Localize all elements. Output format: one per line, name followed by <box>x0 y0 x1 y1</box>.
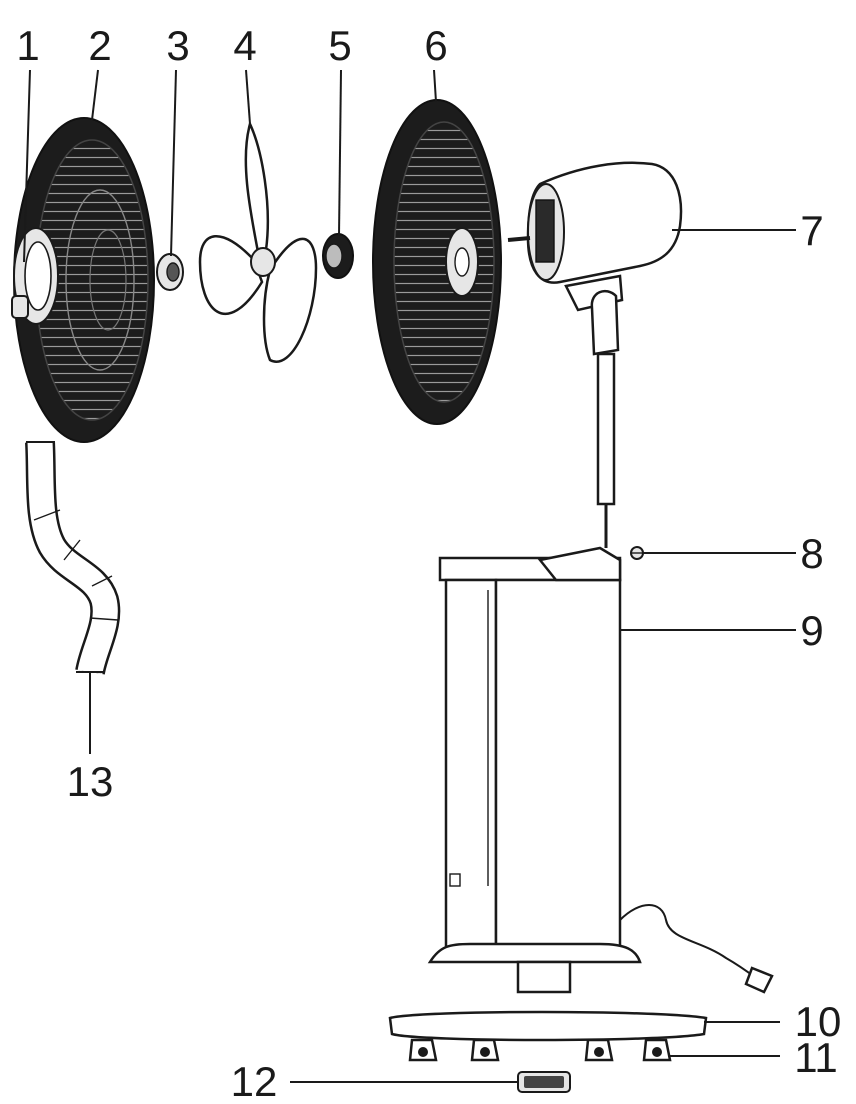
locking-nut <box>322 233 354 279</box>
screw <box>630 546 644 560</box>
front-grille <box>13 117 155 443</box>
tank-body <box>427 546 774 994</box>
label-12: 12 <box>231 1058 278 1104</box>
label-9: 9 <box>800 607 823 654</box>
label-4: 4 <box>233 22 256 69</box>
label-7: 7 <box>800 207 823 254</box>
label-6: 6 <box>424 22 447 69</box>
label-5: 5 <box>328 22 351 69</box>
rear-grille <box>372 99 502 425</box>
label-13: 13 <box>67 758 114 805</box>
connector-plug <box>517 1071 571 1093</box>
label-1: 1 <box>16 22 39 69</box>
motor-housing <box>507 161 683 548</box>
castor-wheels <box>408 1038 672 1062</box>
label-11: 11 <box>794 1034 838 1081</box>
flexible-hose <box>25 441 121 676</box>
label-8: 8 <box>800 530 823 577</box>
spinner-cap <box>156 253 184 291</box>
label-3: 3 <box>166 22 189 69</box>
leader-lines <box>23 69 796 1083</box>
base-plate <box>388 1010 708 1042</box>
fan-blade <box>198 120 318 363</box>
front-grille-badge <box>11 227 59 325</box>
label-10: 10 <box>795 998 842 1045</box>
part-labels: 1 2 3 4 5 6 7 8 9 10 11 12 13 <box>16 22 841 1104</box>
label-2: 2 <box>88 22 111 69</box>
